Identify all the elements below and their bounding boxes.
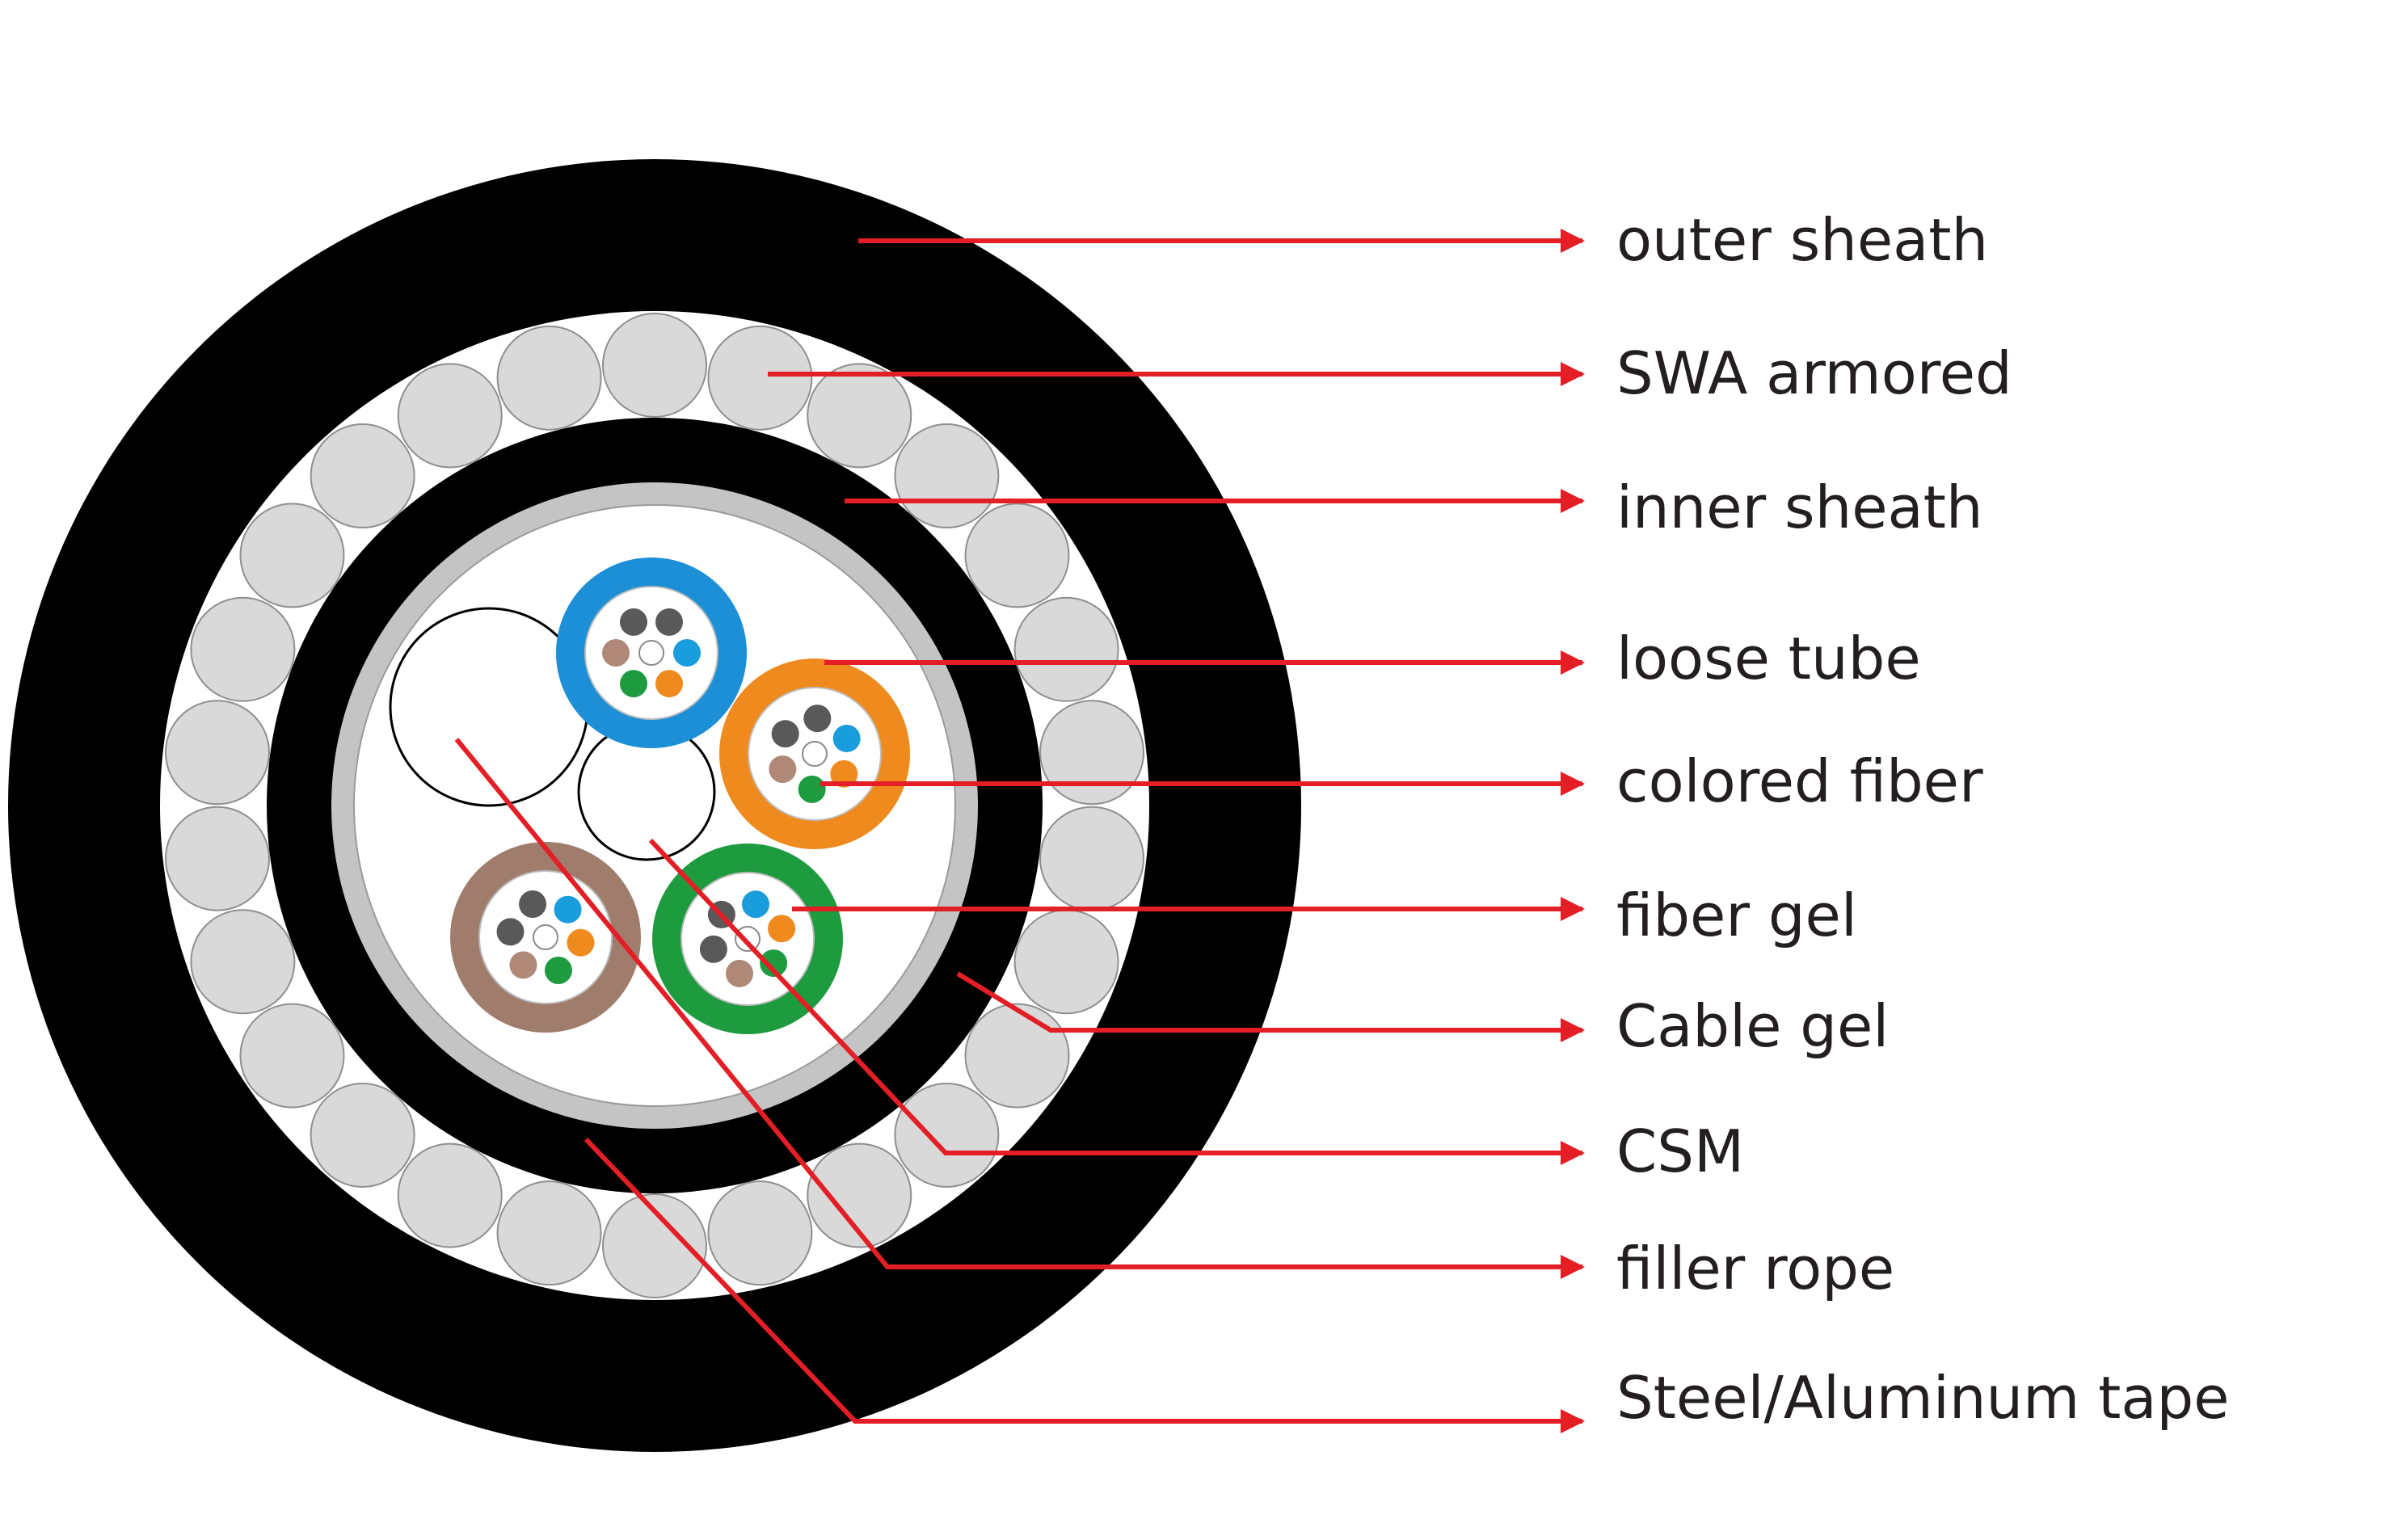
colored-fiber — [760, 949, 788, 978]
armor-wire — [1039, 700, 1145, 806]
armor-wire — [190, 596, 296, 702]
colored-fiber — [768, 915, 796, 943]
colored-fiber — [771, 720, 799, 748]
colored-fiber — [567, 928, 595, 957]
armor-wire — [164, 700, 270, 806]
armor-wire — [894, 1082, 1000, 1188]
label-inner-sheath: inner sheath — [1616, 473, 1982, 541]
colored-fiber — [832, 724, 861, 752]
label-loose-tube: loose tube — [1616, 625, 1921, 692]
armor-wire — [602, 313, 707, 418]
label-steel-tape: Steel/Aluminum tape — [1616, 1364, 2229, 1432]
armor-wire — [190, 909, 296, 1015]
armor-wire — [239, 503, 345, 608]
leader-filler-rope — [454, 738, 1585, 1279]
leader-csm — [648, 838, 1585, 1165]
colored-fiber — [620, 608, 647, 636]
colored-fiber — [554, 895, 582, 924]
armor-wire — [164, 806, 270, 911]
armor-wire — [397, 363, 503, 469]
armor-wire — [707, 325, 813, 431]
armor-wire — [964, 1003, 1070, 1109]
armor-wire — [602, 1193, 707, 1298]
armor-wire — [807, 1142, 912, 1248]
fiber-center — [638, 640, 664, 666]
armor-wire — [496, 1180, 602, 1286]
armor-wire — [894, 423, 1000, 529]
leader-steel-tape — [584, 1137, 1585, 1433]
diagram-labels: outer sheath SWA armored inner sheath lo… — [1616, 206, 2229, 1432]
armor-wire — [239, 1003, 345, 1109]
label-cable-gel: Cable gel — [1616, 992, 1889, 1060]
label-filler-rope: filler rope — [1616, 1235, 1894, 1302]
colored-fiber — [830, 759, 858, 788]
fiber-center — [802, 741, 828, 767]
label-colored-fiber: colored fiber — [1616, 747, 1983, 815]
armor-wire — [310, 1082, 415, 1188]
armor-wire — [397, 1142, 503, 1248]
armor-wire — [1013, 596, 1119, 702]
colored-fiber — [798, 775, 826, 803]
label-swa-armored: SWA armored — [1616, 339, 2012, 407]
fiber-center — [533, 924, 558, 950]
colored-fiber — [620, 670, 647, 698]
colored-fiber — [803, 705, 832, 733]
armor-wire — [707, 1180, 813, 1286]
colored-fiber — [673, 639, 701, 667]
colored-fiber — [655, 670, 683, 698]
colored-fiber — [602, 639, 630, 667]
colored-fiber — [655, 608, 683, 636]
colored-fiber — [496, 918, 525, 946]
leader-lines — [454, 229, 1585, 1433]
leader-cable-gel — [956, 971, 1585, 1042]
label-csm: CSM — [1616, 1117, 1744, 1185]
armor-wire — [1013, 909, 1119, 1015]
colored-fiber — [741, 890, 769, 919]
label-outer-sheath: outer sheath — [1616, 206, 1988, 274]
colored-fiber — [699, 935, 727, 963]
armor-wire — [496, 325, 602, 431]
colored-fiber — [509, 951, 537, 979]
colored-fiber — [544, 957, 572, 985]
label-fiber-gel: fiber gel — [1616, 882, 1857, 949]
colored-fiber — [726, 959, 754, 987]
colored-fiber — [769, 755, 797, 784]
armor-wire — [1039, 806, 1145, 911]
fiber-center — [735, 926, 761, 952]
armor-wire — [964, 503, 1070, 608]
colored-fiber — [519, 890, 547, 918]
armor-wire — [807, 363, 912, 469]
armor-wire — [310, 423, 415, 529]
